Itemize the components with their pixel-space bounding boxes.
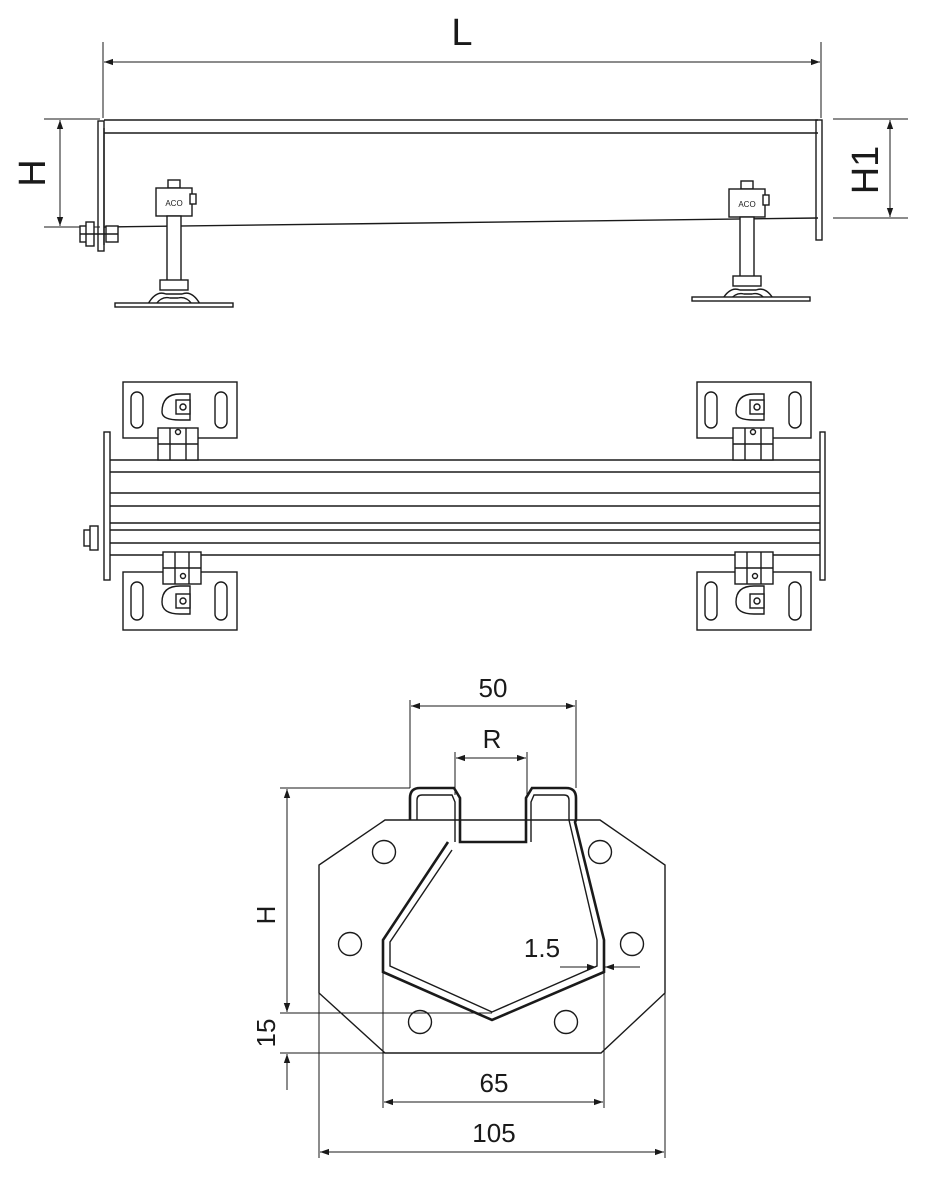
dim-thickness-label: 1.5 (524, 933, 560, 963)
dim-height-label: H (251, 906, 281, 925)
channel-body-side (97, 119, 823, 252)
foot-plate-top-left (122, 381, 238, 461)
foot-plate-top-right (696, 381, 812, 461)
dim-bottom-offset-label: 15 (251, 1019, 281, 1048)
channel-profile-inner (389, 794, 598, 1013)
dim-inner-width-label: 65 (480, 1068, 509, 1098)
outlet-bolt (79, 221, 119, 247)
height-label: H (12, 159, 54, 186)
dim-r-label: R (483, 724, 502, 754)
mounting-hole (553, 1009, 579, 1035)
dim-outer-width-label: 105 (472, 1118, 515, 1148)
mounting-hole (371, 839, 397, 865)
side-view: L H H1 (12, 12, 908, 308)
foot-right: ACO (691, 180, 811, 302)
mounting-hole (587, 839, 613, 865)
plan-view (83, 381, 826, 631)
length-label: L (451, 12, 472, 54)
foot-plate-bottom-right (696, 551, 812, 631)
foot-plate-bottom-left (122, 551, 238, 631)
mounting-hole (337, 931, 363, 957)
foot-left: ACO (114, 179, 234, 308)
dim-top-label: 50 (479, 673, 508, 703)
mounting-hole (619, 931, 645, 957)
channel-profile-outer (381, 786, 606, 1022)
mounting-hole (407, 1009, 433, 1035)
height1-label: H1 (845, 146, 887, 195)
channel-body-plan (83, 431, 826, 581)
foot-left-badge: ACO (165, 199, 182, 208)
foot-right-badge: ACO (738, 200, 755, 209)
end-plate-outline (318, 819, 666, 1054)
cross-section-view: 50 R H 15 1.5 65 105 (251, 673, 666, 1158)
